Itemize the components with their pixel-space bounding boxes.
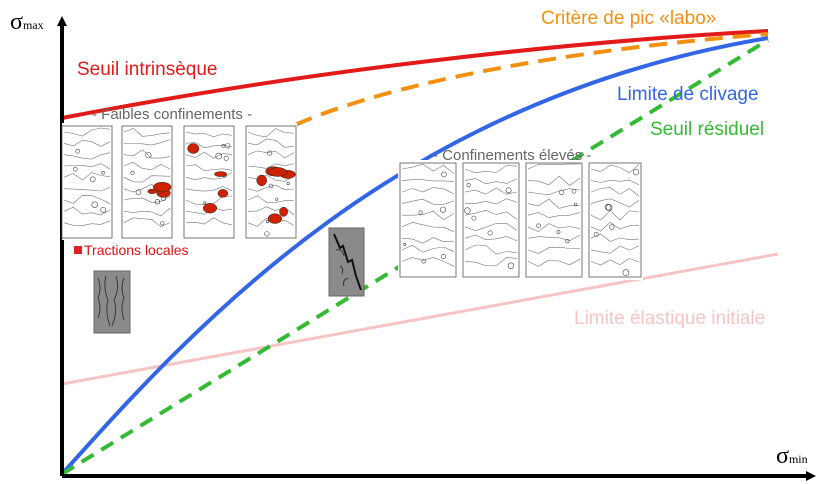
sample-thumbnail-shear <box>328 227 365 297</box>
peak-criterion-label: Critère de pic «labo» <box>541 8 717 29</box>
high-confinement-map-2 <box>462 162 520 278</box>
low-confinement-map-4 <box>245 125 297 239</box>
high-confinement-map-3 <box>525 162 583 278</box>
cleavage-limit-label: Limite de clivage <box>617 84 759 105</box>
x-axis-subscript: min <box>788 452 808 466</box>
x-axis-symbol: σ <box>776 443 789 469</box>
x-axis-label: σmin <box>776 444 808 468</box>
high-confinement-map-1 <box>399 162 457 278</box>
elastic-limit-curve <box>61 252 779 386</box>
local-tractions-swatch <box>74 246 82 254</box>
low-confinement-map-1 <box>61 125 113 239</box>
local-tractions-legend: Tractions locales <box>74 243 189 257</box>
y-axis-label: σmax <box>10 10 44 34</box>
low-confinement-title: - Faibles confinements - <box>92 106 253 123</box>
residual-threshold-label: Seuil résiduel <box>650 119 765 140</box>
elastic-limit-label: Limite élastique initiale <box>574 308 766 329</box>
y-axis-subscript: max <box>22 18 44 32</box>
low-confinement-map-3 <box>183 125 235 239</box>
cleavage-limit-curve <box>60 36 769 476</box>
y-axis-symbol: σ <box>10 9 23 35</box>
local-tractions-label: Tractions locales <box>84 242 189 258</box>
low-confinement-maps <box>61 123 297 240</box>
peak-criterion-curve <box>294 32 769 127</box>
high-confinement-maps <box>398 160 643 280</box>
low-confinement-map-2 <box>121 125 173 239</box>
intrinsic-threshold-curve <box>61 29 769 120</box>
intrinsic-threshold-label: Seuil intrinsèque <box>77 59 218 80</box>
sample-thumbnail-low <box>93 270 131 334</box>
high-confinement-title: - Confinements élevés - <box>433 147 592 164</box>
high-confinement-map-4 <box>588 162 642 278</box>
